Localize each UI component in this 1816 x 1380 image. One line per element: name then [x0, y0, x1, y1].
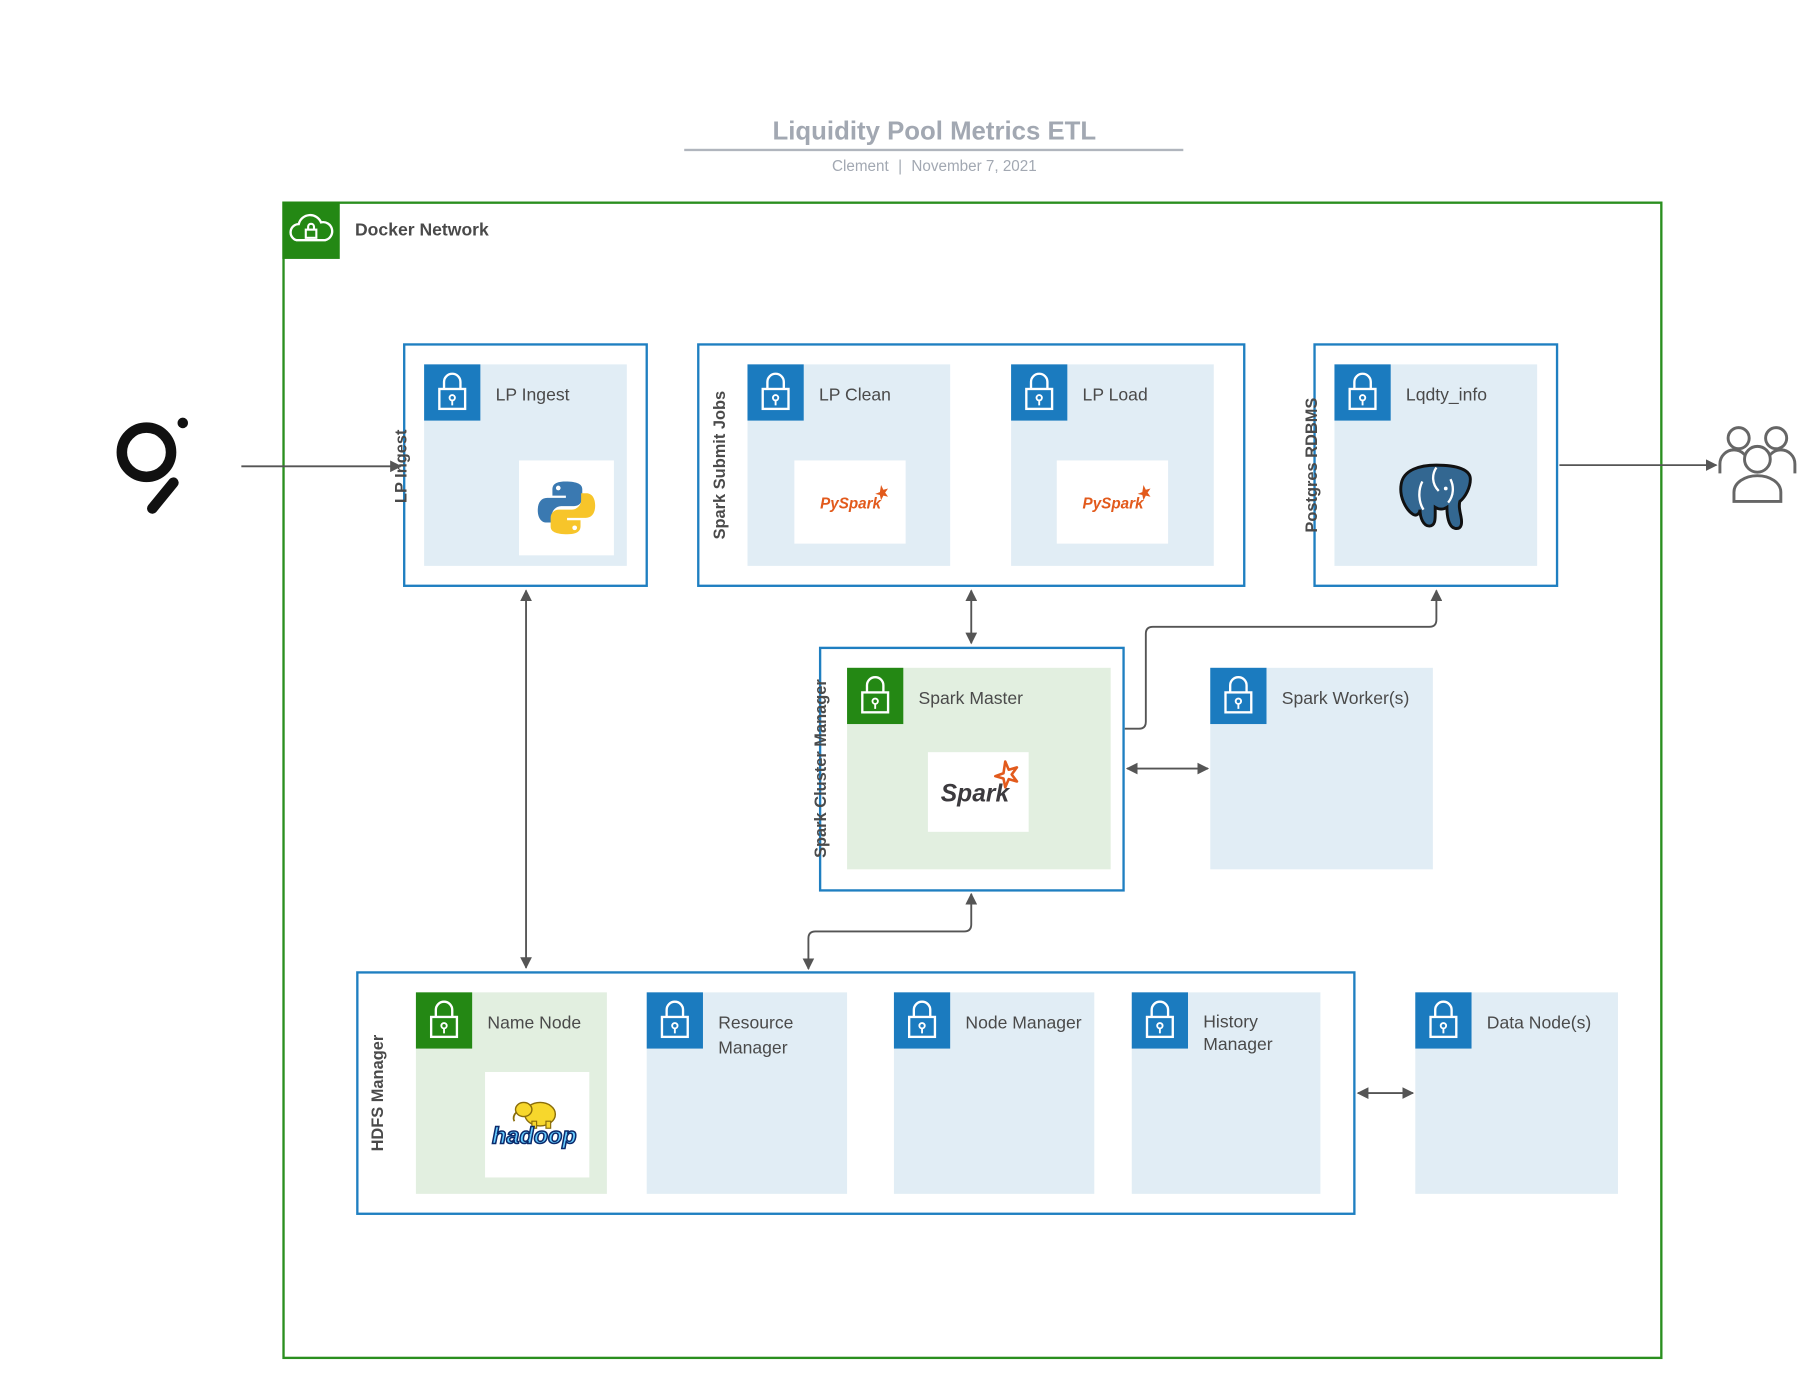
docker-network-label: Docker Network	[354, 220, 489, 241]
lock-icon	[1415, 992, 1472, 1049]
hadoop-icon: hadoop	[491, 1101, 577, 1149]
spark-icon: Spark	[941, 760, 1019, 807]
node-manager-label: Node Manager	[965, 1013, 1082, 1034]
postgres-elephant-icon	[1399, 463, 1472, 530]
lock-icon	[893, 992, 951, 1049]
lock-icon	[646, 992, 703, 1049]
hadoop-text: hadoop	[492, 1122, 577, 1148]
data-nodes-node[interactable]: Data Node(s)	[1415, 992, 1618, 1194]
lqdty-info-label: Lqdty_info	[1405, 385, 1488, 406]
node-manager-node[interactable]: Node Manager	[893, 992, 1095, 1194]
python-logo	[519, 460, 614, 556]
resource-manager-node[interactable]: Resource Manager	[646, 992, 848, 1194]
spark-cluster-group	[818, 646, 1125, 892]
pyspark-logo: PySpark	[1056, 460, 1169, 544]
python-icon	[537, 481, 596, 535]
spark-workers-label: Spark Worker(s)	[1281, 688, 1410, 709]
users-icon	[1718, 426, 1797, 503]
lock-icon	[415, 992, 473, 1049]
spark-submit-group	[697, 343, 1246, 587]
data-nodes-label: Data Node(s)	[1486, 1013, 1592, 1034]
pyspark-icon: PySpark	[820, 485, 889, 512]
postgres-group	[1313, 343, 1559, 587]
docker-network-boundary	[282, 201, 1663, 1360]
resource-manager-label: Resource Manager	[718, 1013, 794, 1058]
cloud-lock-icon	[289, 213, 334, 242]
author: Clement	[831, 156, 889, 175]
pyspark-logo: PySpark	[794, 460, 906, 544]
diagram-subtitle: Clement | November 7, 2021	[685, 157, 1183, 175]
lp-load-label: LP Load	[1082, 385, 1148, 406]
date: November 7, 2021	[911, 156, 1037, 175]
pyspark-text: PySpark	[820, 495, 882, 512]
lock-icon	[1011, 364, 1068, 421]
spark-text: Spark	[941, 780, 1011, 807]
lp-clean-label: LP Clean	[818, 385, 891, 406]
edge-master-to-hdfs	[802, 892, 978, 971]
graph-protocol-icon	[116, 417, 189, 514]
lock-icon	[847, 667, 904, 725]
spark-workers-node[interactable]: Spark Worker(s)	[1210, 667, 1433, 870]
lqdty-info-node[interactable]: Lqdty_info	[1334, 364, 1538, 566]
edge-master-to-postgres	[1124, 589, 1443, 730]
lock-icon	[424, 364, 481, 421]
spark-master-label: Spark Master	[918, 688, 1024, 709]
subtitle-separator: |	[898, 156, 903, 175]
lock-icon	[1334, 364, 1391, 421]
lock-icon	[1131, 992, 1189, 1049]
history-manager-label: History Manager	[1203, 1012, 1273, 1055]
lp-load-node[interactable]: LP Load PySpark	[1011, 364, 1214, 566]
hadoop-logo: hadoop	[485, 1072, 590, 1178]
lp-ingest-label: LP Ingest	[495, 385, 570, 406]
hdfs-group	[356, 971, 1356, 1215]
lock-icon	[1210, 667, 1267, 725]
docker-network-badge	[282, 201, 340, 259]
title-underline	[684, 148, 1184, 152]
name-node-label: Name Node	[487, 1013, 582, 1034]
lp-ingest-group	[403, 343, 648, 587]
name-node[interactable]: Name Node hadoop	[415, 992, 607, 1194]
diagram-title: Liquidity Pool Metrics ETL	[772, 115, 1097, 146]
lp-ingest-node[interactable]: LP Ingest	[424, 364, 627, 566]
lp-clean-node[interactable]: LP Clean PySpark	[747, 364, 951, 566]
spark-logo: Spark	[927, 752, 1029, 832]
spark-master-node[interactable]: Spark Master Spark	[847, 667, 1111, 870]
pyspark-icon: PySpark	[1083, 485, 1151, 512]
history-manager-node[interactable]: History Manager	[1131, 992, 1321, 1194]
lock-icon	[747, 364, 804, 421]
pyspark-text: PySpark	[1083, 495, 1145, 512]
